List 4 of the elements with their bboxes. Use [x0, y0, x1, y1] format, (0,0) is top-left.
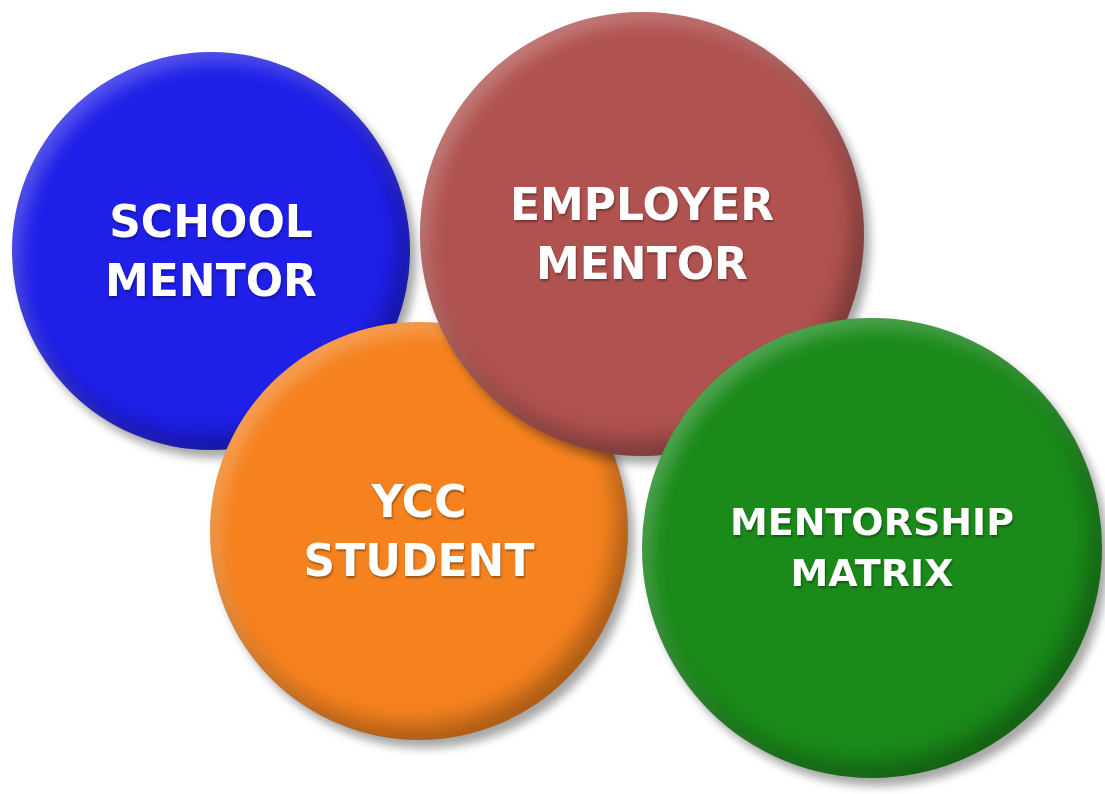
- node-label: EMPLOYER MENTOR: [508, 177, 776, 291]
- node-label: SCHOOL MENTOR: [104, 194, 318, 308]
- node-label: MENTORSHIP MATRIX: [728, 498, 1016, 597]
- node-label: YCC STUDENT: [302, 474, 536, 588]
